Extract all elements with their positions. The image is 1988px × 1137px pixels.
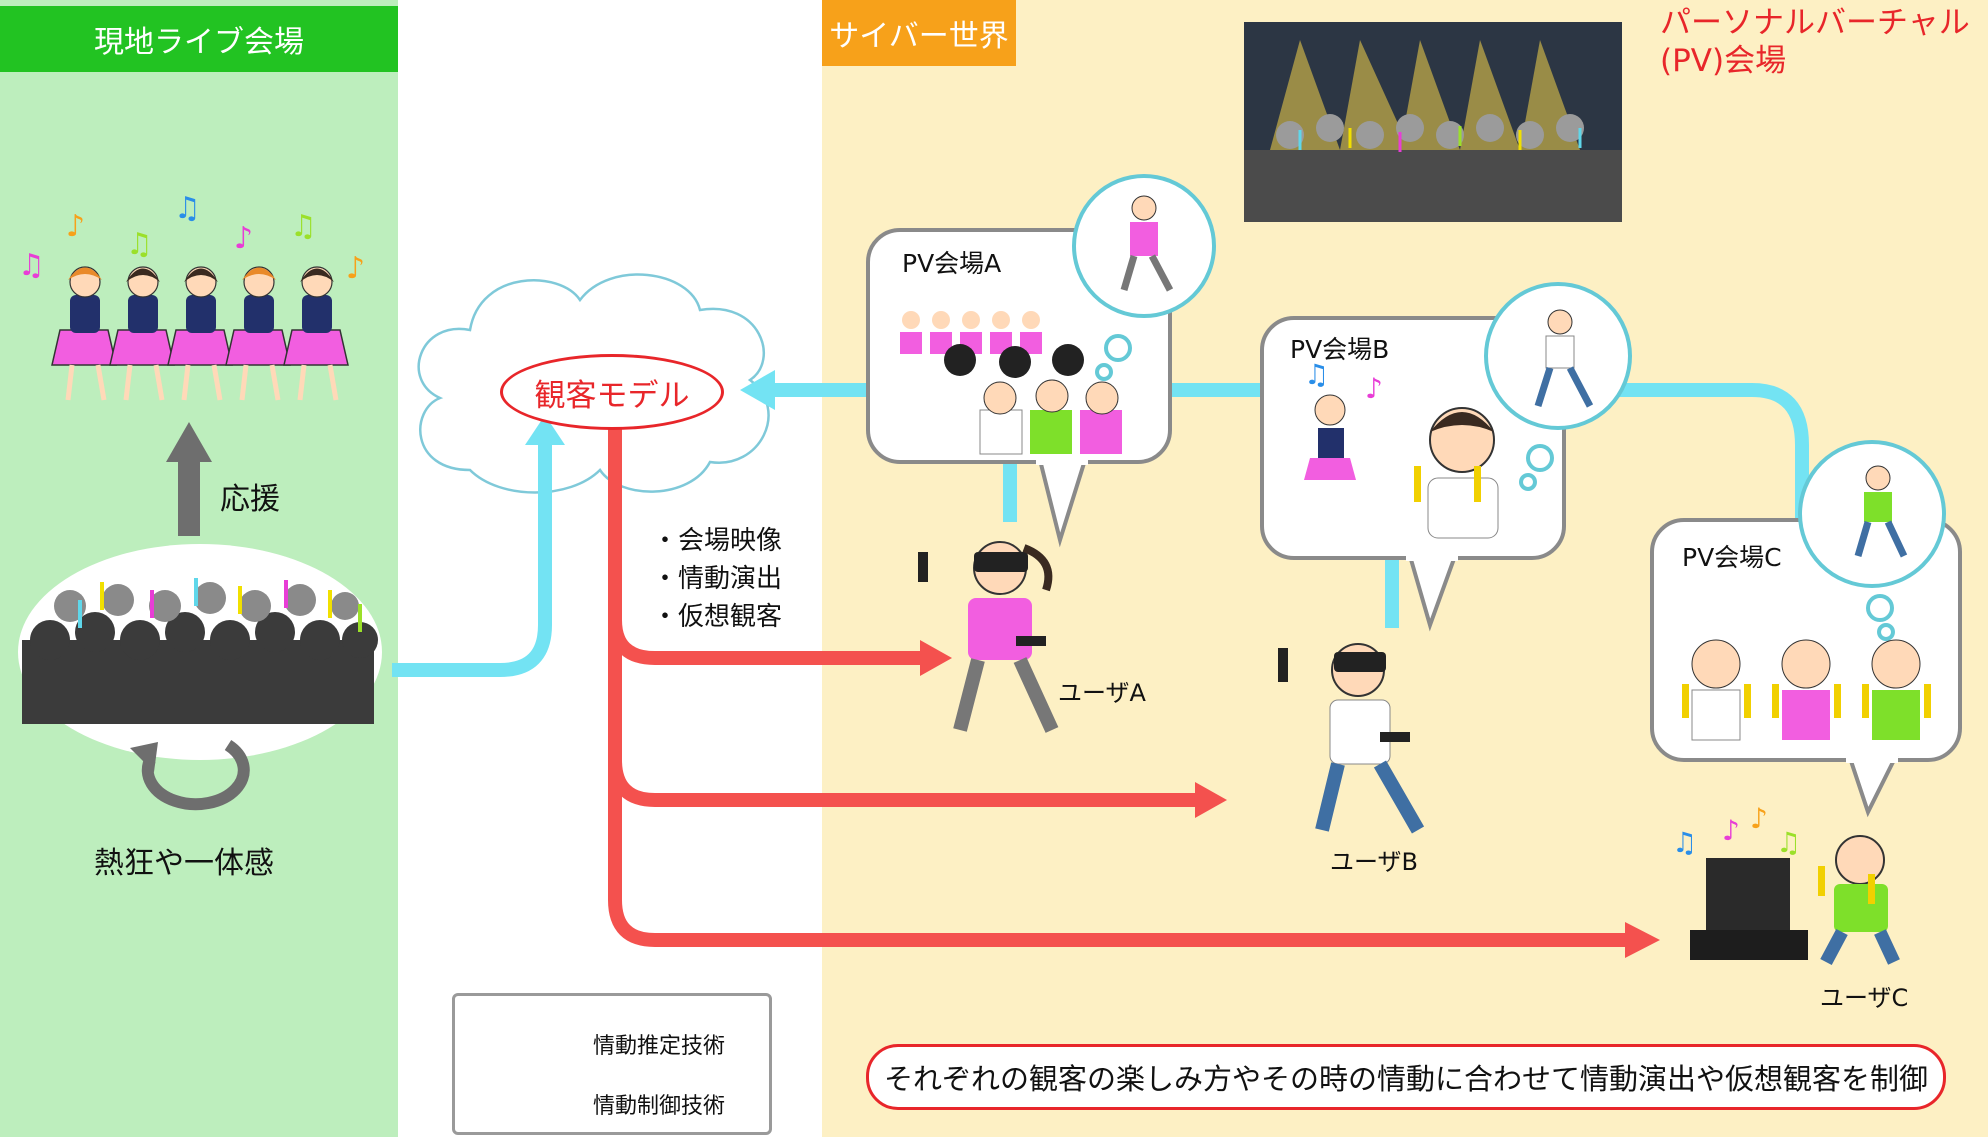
idol-group-illustration <box>51 266 349 401</box>
vr-headset-icon <box>1334 652 1386 672</box>
penlight-icon <box>1818 866 1825 896</box>
legend-estimation-label: 情動推定技術 <box>593 1034 726 1059</box>
svg-text:♫: ♫ <box>290 209 317 244</box>
enthusiasm-label: 熱狂や一体感 <box>94 846 274 881</box>
pv-venue-b-label: PV会場B <box>1290 335 1390 364</box>
output-emotion-staging: ・情動演出 <box>652 564 783 594</box>
svg-text:♫: ♫ <box>126 227 153 262</box>
pv-venue-title: パーソナルバーチャル (PV)会場 <box>1660 4 1988 80</box>
control-arrowheads <box>920 640 1660 958</box>
cyber-world-header: サイバー世界 <box>822 0 1016 66</box>
penlight-icon <box>918 552 928 582</box>
svg-text:♪: ♪ <box>1722 814 1740 847</box>
estimation-arrowhead <box>525 415 565 445</box>
svg-text:♪: ♪ <box>1365 372 1383 405</box>
penlight-icon <box>1278 648 1288 682</box>
legend-estimation: 情動推定技術 <box>455 1016 769 1066</box>
user-b-label: ユーザB <box>1330 848 1418 876</box>
svg-text:♫: ♫ <box>18 248 45 283</box>
pv-c-virtual-audience <box>1682 639 1931 741</box>
model-output-list: ・会場映像 ・情動演出 ・仮想観客 <box>652 522 782 636</box>
pv-venue-title-line1: パーソナルバーチャル <box>1660 5 1970 41</box>
musical-note-icon: ♫ ♪ ♫ ♫ ♪ ♫ ♪ <box>18 191 365 286</box>
musical-note-icon: ♫♪ <box>1304 358 1383 405</box>
svg-text:♫: ♫ <box>174 191 201 226</box>
svg-text:♫: ♫ <box>1672 826 1697 859</box>
svg-text:♫: ♫ <box>1304 358 1329 391</box>
cycle-arrow-icon <box>130 739 250 811</box>
bottom-note: それぞれの観客の楽しみ方やその時の情動に合わせて情動演出や仮想観客を制御 <box>866 1044 1946 1110</box>
svg-text:♪: ♪ <box>1750 802 1768 835</box>
live-venue-header: 現地ライブ会場 <box>0 6 398 72</box>
svg-text:♪: ♪ <box>66 209 85 244</box>
estimation-arrowhead <box>740 370 775 410</box>
user-a-mini <box>1120 195 1174 292</box>
user-a-label: ユーザA <box>1058 679 1146 707</box>
user-b-figure <box>1278 643 1425 834</box>
output-virtual-audience: ・仮想観客 <box>652 602 783 632</box>
user-c-label: ユーザC <box>1820 984 1909 1012</box>
pv-venue-c-label: PV会場C <box>1682 543 1782 572</box>
svg-text:♪: ♪ <box>346 251 365 286</box>
musical-note-icon: ♫♪ ♪♫ <box>1672 802 1801 859</box>
output-venue-video: ・会場映像 <box>652 526 783 556</box>
up-arrow-icon <box>166 422 212 536</box>
control-flow <box>608 424 1630 947</box>
pv-stage-illustration <box>1244 22 1622 222</box>
user-b-mini <box>1534 309 1594 408</box>
pv-venue-title-line2: (PV)会場 <box>1660 43 1787 79</box>
legend-control-label: 情動制御技術 <box>593 1094 726 1119</box>
user-c-figure <box>1690 835 1900 966</box>
legend-box: 情動推定技術 情動制御技術 <box>452 993 772 1135</box>
user-c-mini <box>1854 465 1908 558</box>
legend-control: 情動制御技術 <box>455 1076 769 1126</box>
television-icon <box>1706 858 1790 930</box>
cheer-label: 応援 <box>220 482 280 517</box>
penlight-icon <box>1016 636 1046 646</box>
svg-text:♫: ♫ <box>1776 826 1801 859</box>
pv-b-virtual-audience <box>1304 394 1499 539</box>
svg-text:♪: ♪ <box>234 221 253 256</box>
live-crowd-illustration <box>18 544 382 760</box>
user-a-figure <box>918 541 1059 733</box>
audience-model-label: 観客モデル <box>500 354 724 430</box>
penlight-icon <box>1380 732 1410 742</box>
vr-headset-icon <box>974 552 1028 572</box>
pv-a-virtual-audience <box>900 311 1122 455</box>
pv-venue-a-label: PV会場A <box>902 249 1002 278</box>
penlight-icon <box>1868 874 1875 904</box>
